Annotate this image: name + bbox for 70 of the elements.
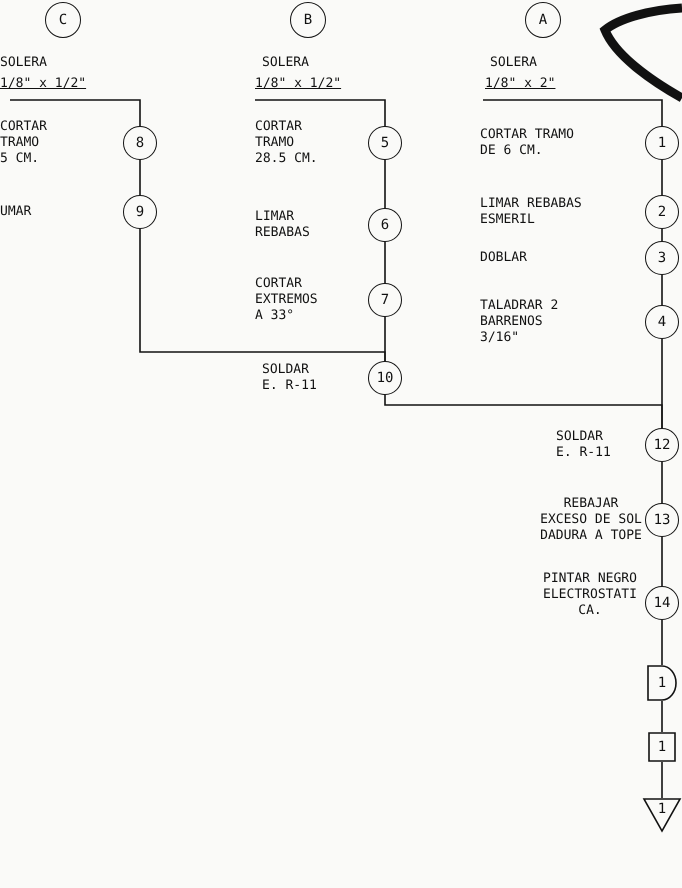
operation-description: TALADRAR 2 BARRENOS 3/16": [480, 298, 560, 346]
operation-description: CORTAR EXTREMOS A 33°: [255, 276, 319, 324]
operation-circle: [368, 283, 402, 317]
flow-line: [384, 242, 386, 283]
step-number: 7: [380, 292, 390, 308]
step-number: 3: [658, 250, 666, 266]
flow-line: [139, 160, 141, 195]
operation-circle: [645, 503, 679, 537]
step-number: 5: [380, 135, 390, 151]
operation-circle: [368, 208, 402, 242]
step-number: 4: [658, 314, 666, 330]
step-number: 1: [658, 739, 666, 755]
flow-line: [661, 701, 663, 732]
step-number: 1: [658, 675, 666, 691]
operation-description: CORTAR TRAMO DE 6 CM.: [480, 127, 575, 159]
flow-line: [661, 620, 663, 665]
operation-description: CORTAR TRAMO 5 CM.: [0, 119, 48, 167]
operation-circle: [123, 195, 157, 229]
operation-description: CORTAR TRAMO 28.5 CM.: [255, 119, 319, 167]
operation-description: SOLDAR E. R-11: [556, 429, 612, 461]
flow-line: [661, 762, 663, 798]
operation-description: LIMAR REBABAS ESMERIL: [480, 196, 583, 228]
step-number: 12: [654, 437, 670, 453]
step-number: 1: [658, 801, 666, 817]
flow-line: [661, 160, 663, 195]
material-name: SOLERA: [490, 55, 537, 71]
operation-circle: [368, 126, 402, 160]
flow-line: [661, 339, 663, 428]
flow-line: [661, 275, 663, 305]
material-size: 1/8" x 2": [485, 76, 556, 92]
flow-line: [384, 160, 386, 208]
operation-circle: [123, 126, 157, 160]
flow-line: [661, 229, 663, 241]
step-number: C: [58, 12, 68, 28]
operation-description: PINTAR NEGRO ELECTROSTATI CA.: [542, 571, 638, 619]
step-number: B: [304, 12, 312, 28]
operation-description: REBAJAR EXCESO DE SOL DADURA A TOPE: [539, 496, 643, 544]
step-number: 14: [654, 595, 670, 611]
flow-line: [483, 99, 663, 126]
step-number: 2: [658, 204, 666, 220]
operation-circle: [290, 2, 326, 38]
operation-circle: [645, 586, 679, 620]
operation-description: DOBLAR: [480, 250, 528, 266]
step-number: A: [538, 12, 548, 28]
material-size: 1/8" x 1/2": [0, 76, 86, 92]
step-number: 13: [654, 512, 670, 528]
operation-circle: [368, 361, 402, 395]
operation-circle: [645, 241, 679, 275]
flow-line: [384, 317, 386, 361]
flow-line: [10, 99, 141, 126]
step-number: 1: [658, 135, 666, 151]
flow-line: [661, 462, 663, 503]
operation-description: SOLDAR E. R-11: [262, 362, 318, 394]
material-size: 1/8" x 1/2": [255, 76, 342, 92]
material-name: SOLERA: [262, 55, 309, 71]
operation-description: UMAR: [0, 204, 32, 220]
step-number: 10: [376, 370, 394, 386]
step-number: 9: [136, 204, 144, 220]
operation-circle: [645, 126, 679, 160]
flow-line: [661, 537, 663, 586]
operation-circle: [645, 305, 679, 339]
operation-circle: [525, 2, 561, 38]
operation-circle: [45, 2, 81, 38]
material-name: SOLERA: [0, 55, 47, 71]
step-number: 8: [136, 135, 144, 151]
operation-description: LIMAR REBABAS: [255, 209, 311, 241]
operation-circle: [645, 195, 679, 229]
step-number: 6: [380, 217, 390, 233]
operation-circle: [645, 428, 679, 462]
flow-line: [255, 99, 386, 126]
